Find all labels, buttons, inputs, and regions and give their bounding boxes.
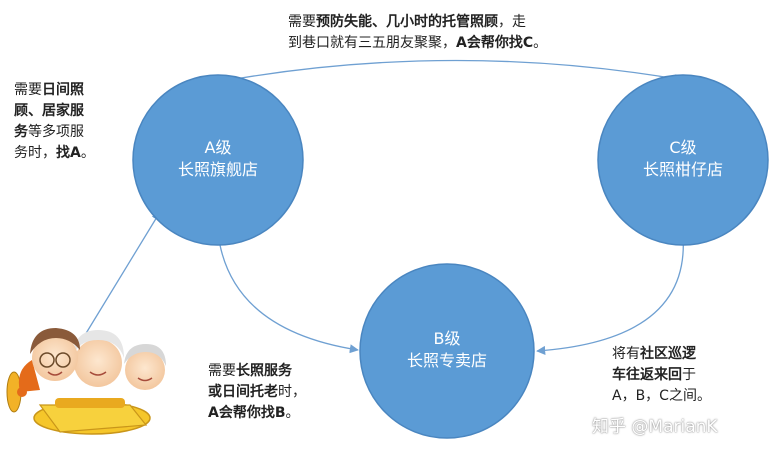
node-c-name: 长照柑仔店 [642, 160, 723, 179]
note-left-line3: 务等多项服 [14, 124, 84, 140]
note-right-line2: 车往返来回于 [612, 367, 696, 383]
arrow-a-to-c [217, 59, 684, 84]
node-a-level: A级 [204, 138, 232, 157]
watermark: 知乎 @MarianK [592, 417, 718, 437]
note-middle-line1: 需要长照服务 [208, 363, 292, 379]
note-top: 需要预防失能、几小时的托管照顾，走 到巷口就有三五朋友聚聚，A会帮你找C。 [288, 12, 628, 54]
node-b-level: B级 [433, 329, 461, 348]
node-c-level: C级 [669, 138, 697, 157]
note-top-line1: 需要预防失能、几小时的托管照顾，走 [288, 14, 526, 30]
arrow-a-to-b [217, 232, 359, 354]
node-b-circle [359, 263, 535, 439]
node-a-name: 长照旗舰店 [177, 160, 258, 179]
node-b-name: 长照专卖店 [406, 351, 487, 370]
note-middle: 需要长照服务 或日间托老时， A会帮你找B。 [208, 361, 358, 424]
node-c-circle [597, 74, 769, 246]
note-left-line4: 务时，找A。 [14, 145, 95, 161]
note-middle-line2: 或日间托老时， [208, 384, 306, 400]
note-right: 将有社区巡逻 车往返来回于 A，B，C之间。 [612, 344, 752, 407]
elderly-plane-illustration [6, 328, 166, 435]
node-a-label: A级 长照旗舰店 [138, 137, 298, 181]
node-b-label: B级 长照专卖店 [367, 328, 527, 372]
note-top-line2: 到巷口就有三五朋友聚聚，A会帮你找C。 [288, 35, 548, 51]
arrow-grandparents-to-a [84, 211, 161, 336]
note-right-line3: A，B，C之间。 [612, 388, 711, 404]
note-left: 需要日间照 顾、居家服 务等多项服 务时，找A。 [14, 80, 134, 164]
note-left-line2: 顾、居家服 [14, 103, 84, 119]
note-left-line1: 需要日间照 [14, 82, 84, 98]
note-right-line1: 将有社区巡逻 [612, 346, 696, 362]
note-middle-line3: A会帮你找B。 [208, 405, 300, 421]
node-a-circle [132, 74, 304, 246]
arrow-b-c [536, 235, 689, 355]
node-c-label: C级 长照柑仔店 [603, 137, 763, 181]
